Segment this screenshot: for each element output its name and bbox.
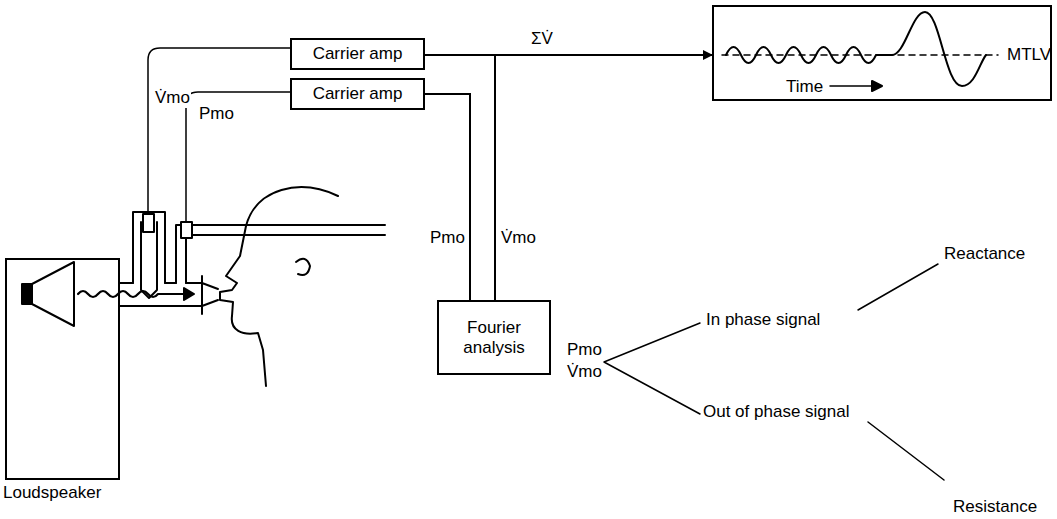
node-text: Carrier amp bbox=[313, 44, 403, 64]
output-label: Out of phase signal bbox=[702, 402, 850, 422]
signal-name: V̇mo bbox=[154, 88, 191, 108]
amplifier-box: Carrier amp bbox=[290, 78, 425, 110]
output-label: In phase signal bbox=[705, 310, 821, 330]
edge-label: Pmo bbox=[429, 228, 466, 248]
edge-label: ΣV̇ bbox=[530, 29, 554, 49]
node-text: Fourier analysis bbox=[445, 318, 543, 357]
loudspeaker-box: Loudspeaker bbox=[5, 258, 120, 480]
trace-label: MTLV bbox=[1007, 45, 1051, 65]
component-label: Loudspeaker bbox=[3, 483, 101, 503]
fourier-box: Fourier analysis bbox=[437, 300, 551, 375]
output-label: Resistance bbox=[952, 497, 1038, 517]
edge-label: V̇mo bbox=[500, 228, 537, 248]
signal-line bbox=[425, 55, 495, 300]
node-text: Carrier amp bbox=[313, 84, 403, 104]
signal-line bbox=[425, 94, 470, 300]
signal-name: V̇mo bbox=[566, 362, 603, 382]
signal-name: Pmo bbox=[198, 104, 235, 124]
signal-name: Pmo bbox=[566, 340, 603, 360]
recorder-screen: Time MTLV bbox=[712, 5, 1052, 101]
axis-label: Time bbox=[786, 77, 823, 97]
output-label: Reactance bbox=[943, 244, 1026, 264]
amplifier-box: Carrier amp bbox=[290, 38, 425, 70]
